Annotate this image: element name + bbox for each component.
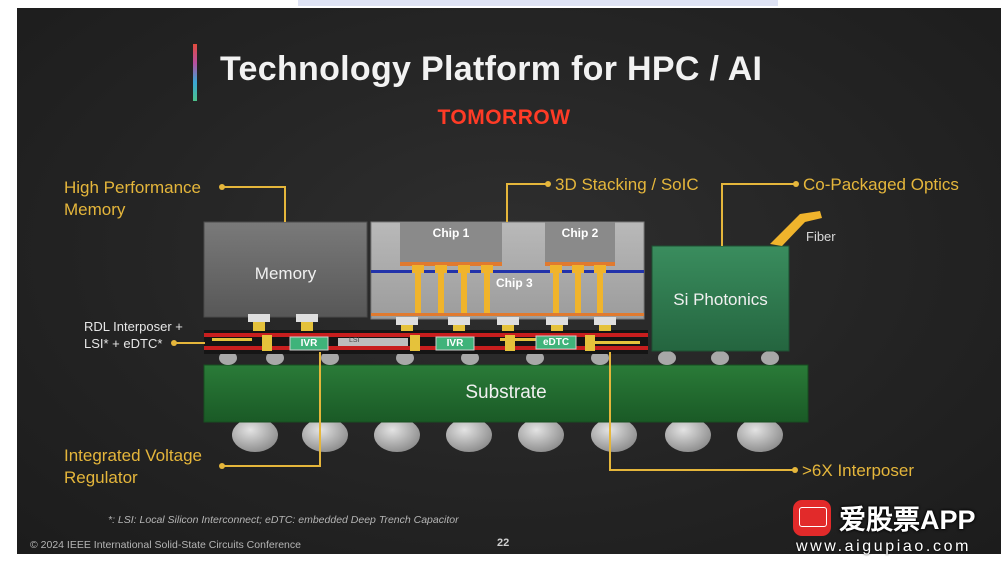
callout-interposer: >6X Interposer (802, 461, 914, 480)
bga-ball (232, 418, 278, 452)
callout-cpo: Co-Packaged Optics (803, 175, 959, 194)
tsv-pillars (412, 265, 606, 313)
chip2-die (545, 222, 615, 264)
chip1-label: Chip 1 (432, 226, 470, 240)
lsi-chip (338, 338, 408, 346)
bga-ball (374, 418, 420, 452)
stack-micro-bumps (396, 317, 616, 331)
edtc-chip (535, 335, 577, 350)
bga-ball (591, 418, 637, 452)
bga-ball (737, 418, 783, 452)
ivr-chip-b (435, 336, 475, 351)
edtc-label: eDTC (542, 337, 570, 348)
slide-subtitle: TOMORROW (437, 106, 571, 129)
chip1-die (400, 222, 502, 264)
chip3-label: Chip 3 (496, 276, 533, 290)
bga-ball (302, 418, 348, 452)
callout-hbm-line2: Memory (64, 200, 126, 219)
substrate-block (203, 364, 809, 423)
c4-bumps (219, 351, 779, 365)
ivr-chip-a (289, 336, 329, 351)
callout-ivr-line1: Integrated Voltage (64, 446, 203, 465)
memory-label: Memory (254, 264, 317, 283)
lsi-label: LSI (349, 337, 360, 344)
page-number: 22 (497, 537, 510, 549)
copyright: © 2024 IEEE International Solid-State Ci… (30, 539, 301, 551)
ivr-label-b: IVR (446, 338, 464, 349)
fiber-icon (770, 211, 822, 246)
callout-ivr-line2: Regulator (64, 468, 138, 487)
top-bar (298, 0, 778, 6)
memory-block (203, 221, 368, 318)
aigupiao-logo-icon (793, 500, 831, 536)
watermark-url: www.aigupiao.com (796, 538, 971, 555)
slide-title: Technology Platform for HPC / AI (220, 50, 763, 88)
callout-hbm-line1: High Performance (64, 178, 202, 197)
leader-dots (171, 181, 799, 473)
bga-balls (232, 418, 783, 452)
watermark-brand: 爱股票APP (839, 505, 976, 535)
watermark: 爱股票APP www.aigupiao.com (793, 500, 1003, 560)
bga-ball (518, 418, 564, 452)
substrate-label: Substrate (465, 382, 547, 403)
si-photonics-block (651, 245, 790, 352)
fiber-label: Fiber (806, 229, 836, 244)
si-photonics-label: Si Photonics (673, 290, 768, 309)
leader-lines (174, 183, 796, 471)
chip2-label: Chip 2 (561, 226, 599, 240)
callout-rdl-line2: LSI* + eDTC* (84, 336, 163, 351)
bga-ball (665, 418, 711, 452)
callout-rdl-line1: RDL Interposer + (84, 319, 183, 334)
rdl-interposer (204, 330, 648, 354)
title-accent-bar (193, 44, 197, 101)
ivr-label-a: IVR (300, 338, 318, 349)
footnote: *: LSI: Local Silicon Interconnect; eDTC… (108, 514, 459, 526)
bga-ball (446, 418, 492, 452)
callout-3d-stacking: 3D Stacking / SoIC (555, 175, 699, 194)
